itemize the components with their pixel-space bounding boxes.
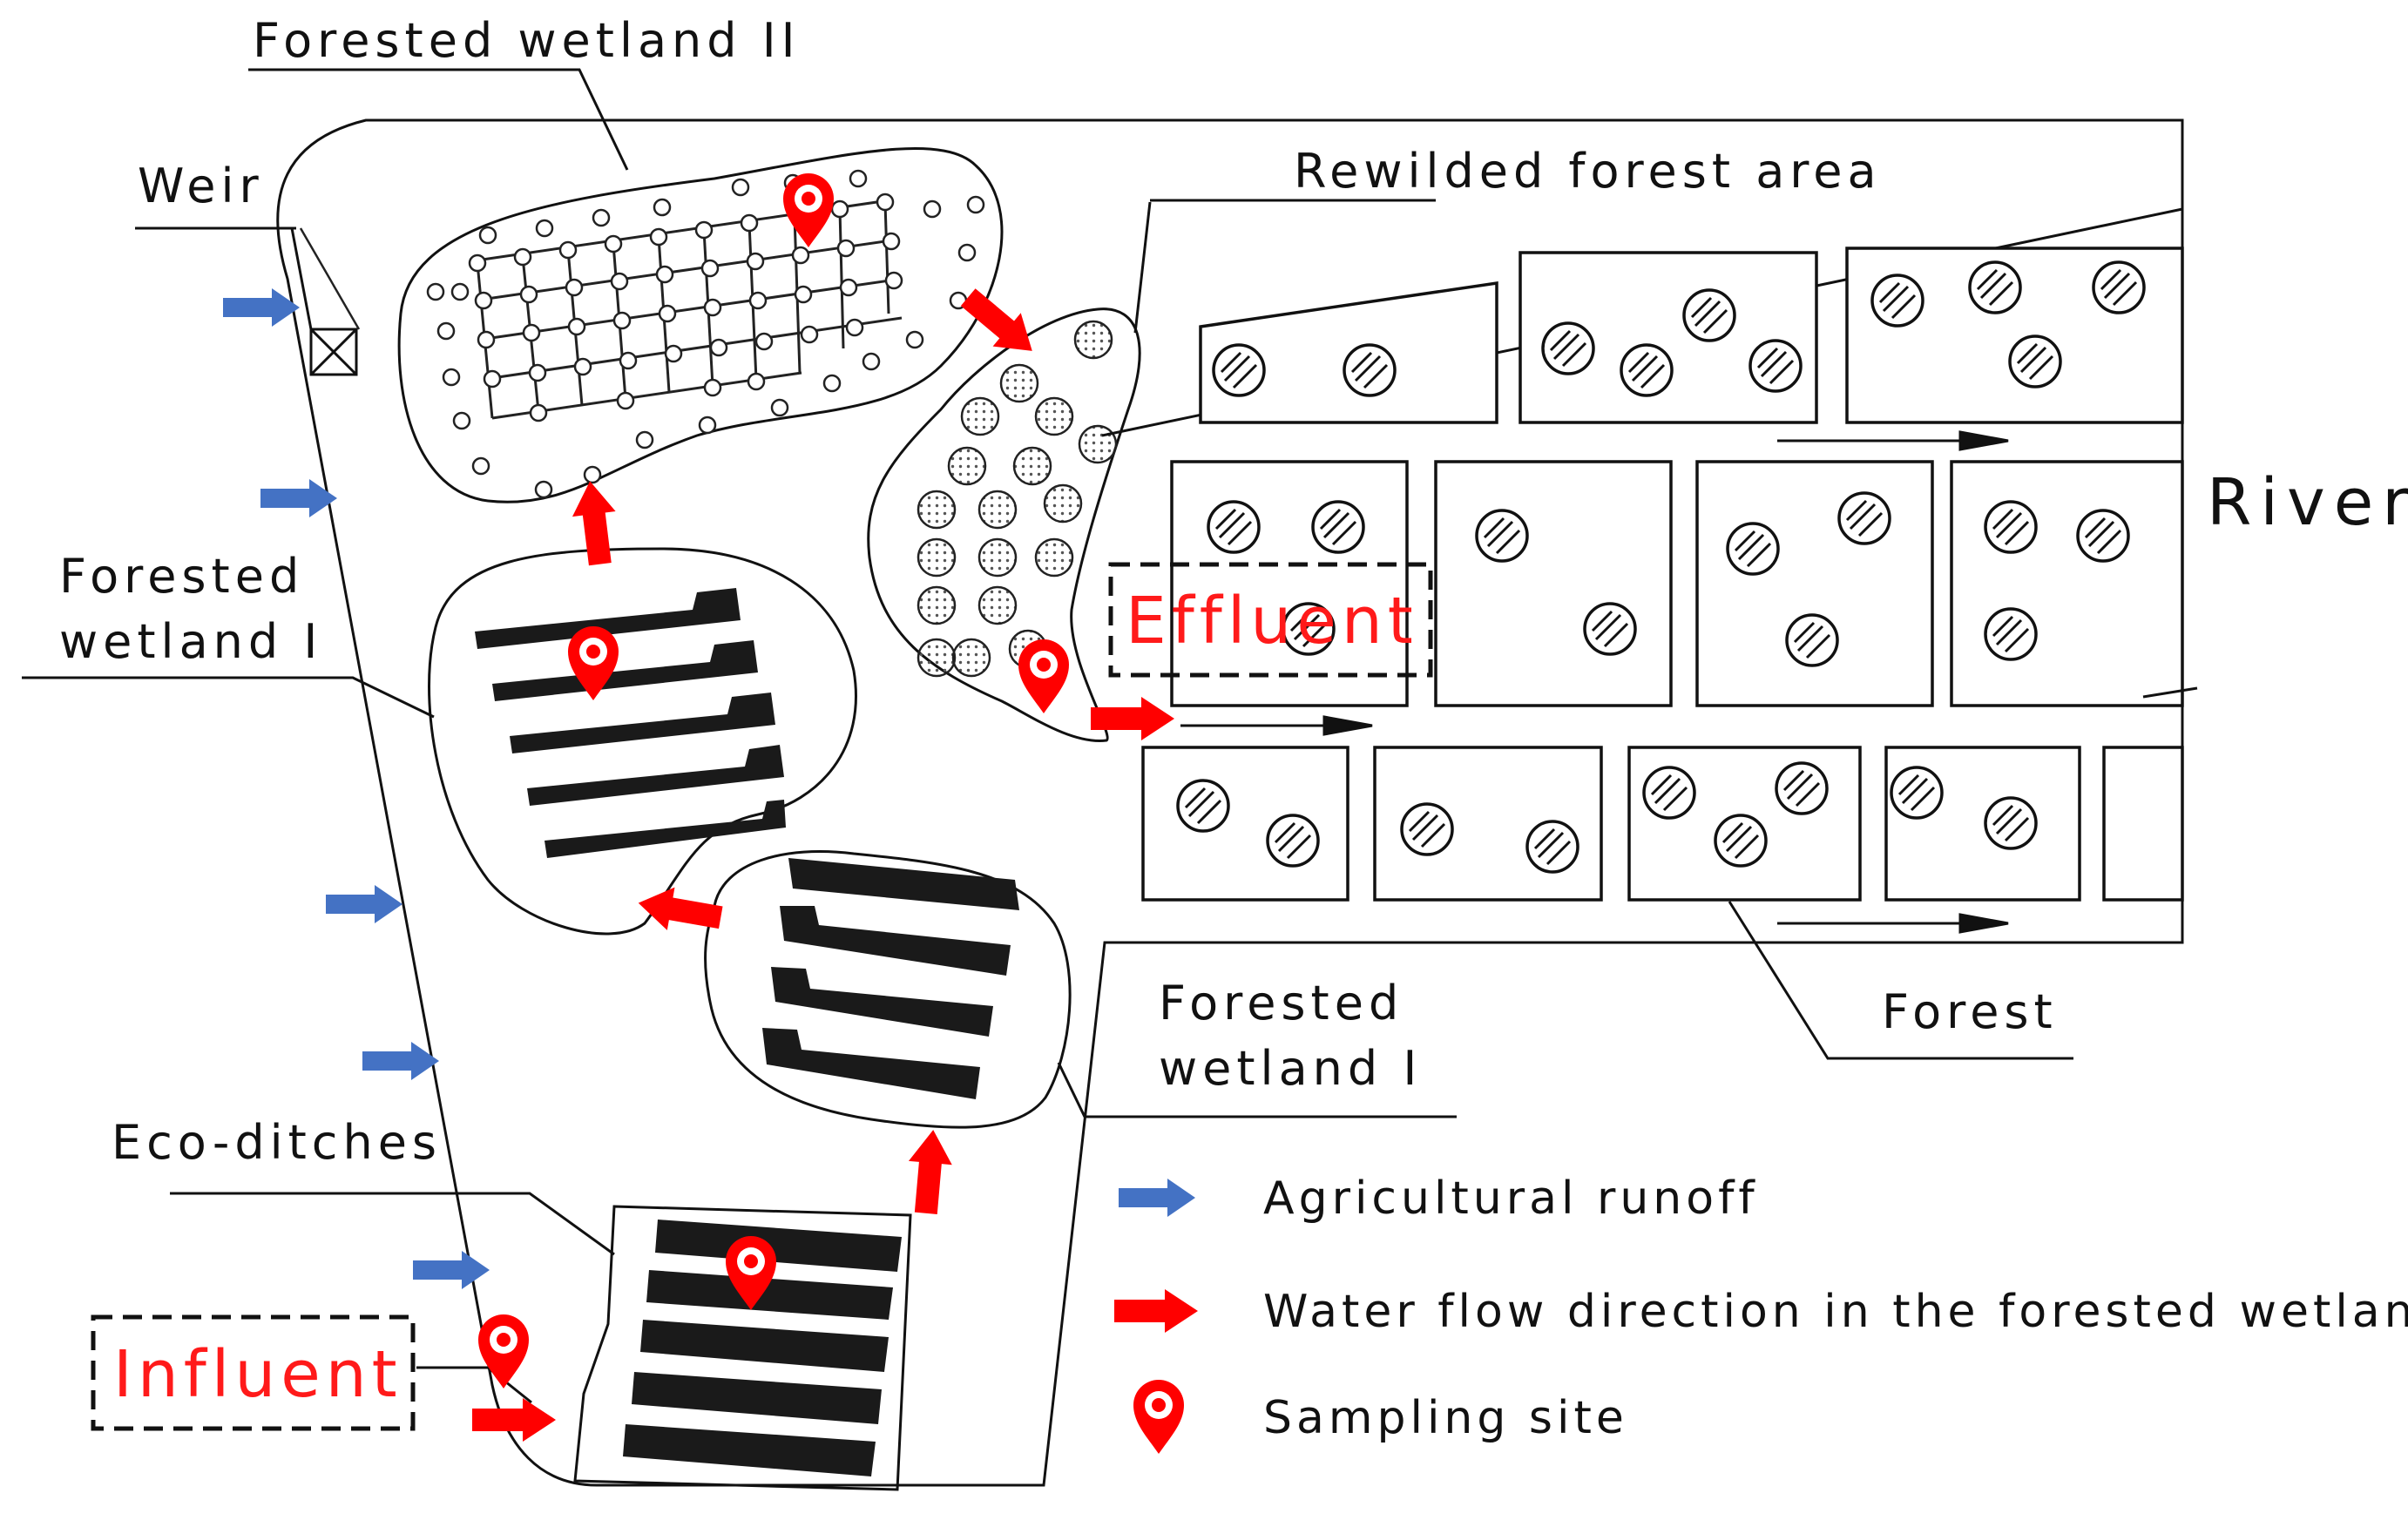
sampling-pin-icon [783,173,834,247]
label-forested-wetland-i-left-line-2: wetland I [59,614,322,669]
legend-flow-arrow-icon [1114,1289,1198,1333]
effluent-box [1108,562,1433,678]
stippled-trees [917,320,1118,678]
legend-water-flow: Water flow direction in the forested wet… [1263,1286,2408,1338]
channel-arrows [1180,430,2009,934]
wetland-ii-plants [426,169,985,499]
forest-plots [1101,207,2198,934]
legend-sampling-pin-icon [1133,1380,1184,1454]
legend-agricultural-runoff: Agricultural runoff [1263,1172,1759,1225]
influent-box [91,1314,416,1431]
label-forested-wetland-ii: Forested wetland II [253,13,801,68]
sampling-sites [478,173,1069,1388]
label-forested-wetland-i-left: Forested wetland I [59,549,322,669]
label-weir: Weir [138,159,264,213]
forested-wetland-i-lower [704,850,1072,1129]
forested-wetland-i-upper [428,547,857,936]
flow-arrow-icon [1091,697,1174,740]
site-boundary [276,118,2184,1487]
eco-ditches-bed [573,1205,912,1491]
legend: Agricultural runoff Water flow direction… [1114,1172,2408,1454]
label-forested-wetland-i-right: Forested wetland I [1159,976,1422,1096]
runoff-arrow-icon [362,1042,439,1080]
runoff-arrow-icon [326,885,402,923]
label-forested-wetland-i-left-line-1: Forested [59,549,304,604]
eco-ditch-bars [623,1220,902,1476]
flow-arrow-icon [568,478,622,567]
runoff-arrow-icon [413,1251,490,1289]
upper-bed-bars [475,588,786,858]
sampling-pin-icon [478,1314,529,1388]
flow-arrow-icon [634,882,725,939]
flow-arrow-icon [472,1398,556,1442]
runoff-arrow-icon [223,288,300,327]
flow-arrow-icon [903,1128,956,1215]
label-effluent: Effluent [1126,584,1418,659]
label-forested-wetland-i-right-line-2: wetland I [1159,1041,1422,1096]
legend-sampling-site: Sampling site [1263,1392,1628,1444]
legend-runoff-arrow-icon [1119,1179,1195,1217]
label-rewilded-forest-area: Rewilded forest area [1294,144,1882,199]
label-eco-ditches: Eco-ditches [112,1115,442,1170]
forested-wetland-ii [397,147,1004,503]
rewilded-forest-pond [867,307,1141,742]
label-influent: Influent [113,1337,402,1412]
label-forested-wetland-i-right-line-1: Forested [1159,976,1404,1030]
lower-bed-bars [762,858,1019,1099]
label-forest: Forest [1882,984,2058,1039]
labels: Forested wetland II Weir Rewilded forest… [59,13,2408,1412]
sampling-pin-icon [1018,639,1069,713]
label-river: River [2207,465,2408,540]
leader-lines [22,68,2073,1404]
